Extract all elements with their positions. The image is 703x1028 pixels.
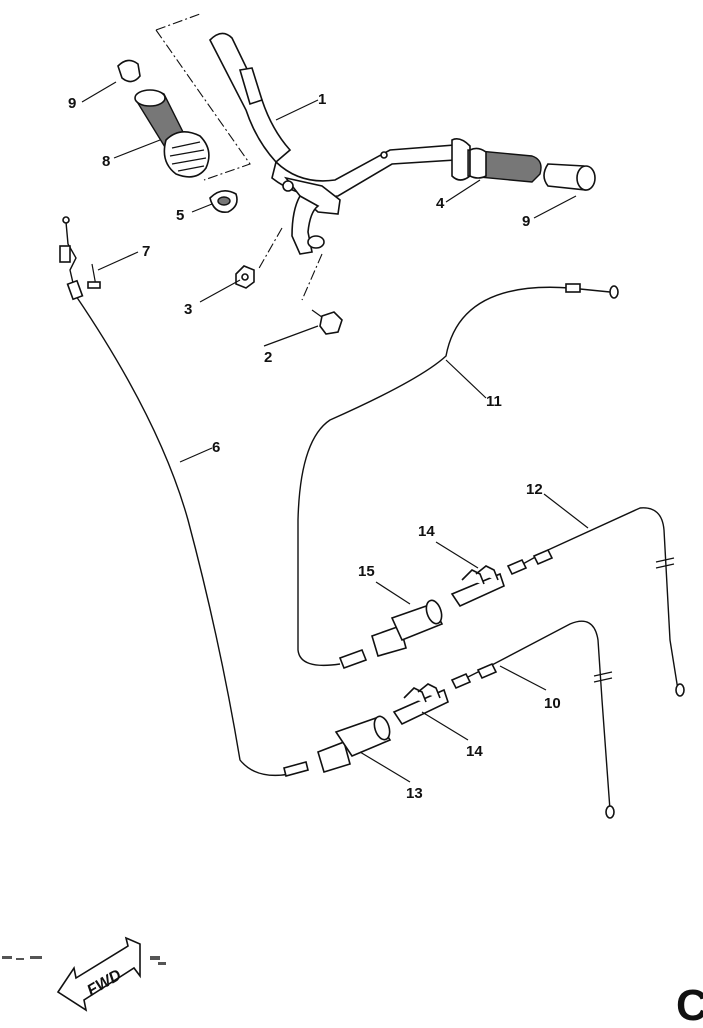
bolt	[311, 309, 343, 335]
cable-adjuster-15	[371, 599, 444, 657]
callout-14-lower: 14	[466, 743, 483, 760]
callouts: 1 2 3 4 5 6 7 8 9 9 10 11 12 13 14 14 15	[68, 91, 561, 802]
cable-12	[506, 507, 685, 697]
clip-14-upper	[450, 565, 505, 608]
callout-9-right: 9	[522, 213, 530, 230]
callout-7: 7	[142, 243, 150, 260]
callout-1: 1	[318, 91, 326, 108]
callout-8: 8	[102, 153, 110, 170]
fwd-arrow-icon: FWD	[56, 936, 141, 1012]
right-grip	[451, 138, 542, 183]
screw	[87, 263, 101, 289]
callout-3: 3	[184, 301, 192, 318]
cable-10	[450, 620, 615, 819]
cable-11	[297, 283, 619, 670]
callout-4: 4	[436, 195, 445, 212]
throttle-cable	[59, 216, 309, 777]
callout-12: 12	[526, 481, 543, 498]
callout-10: 10	[544, 695, 561, 712]
leader-lines	[81, 81, 589, 783]
grommet	[209, 190, 238, 214]
assembly-lines	[155, 13, 323, 301]
throttle-grip-left	[134, 89, 210, 178]
callout-13: 13	[406, 785, 423, 802]
corner-mark: C	[676, 981, 703, 1028]
callout-5: 5	[176, 207, 184, 224]
bar-end-left	[117, 59, 141, 83]
callout-9-left: 9	[68, 95, 76, 112]
callout-14-upper: 14	[418, 523, 435, 540]
scan-residue	[2, 956, 166, 965]
nut	[235, 265, 255, 289]
bar-end-right	[543, 163, 596, 191]
callout-15: 15	[358, 563, 375, 580]
handlebar-frame	[209, 32, 456, 255]
clip-14-lower	[392, 683, 449, 726]
callout-6: 6	[212, 439, 220, 456]
callout-11: 11	[486, 393, 502, 410]
cable-adjuster-13	[317, 715, 392, 774]
callout-2: 2	[264, 349, 272, 366]
